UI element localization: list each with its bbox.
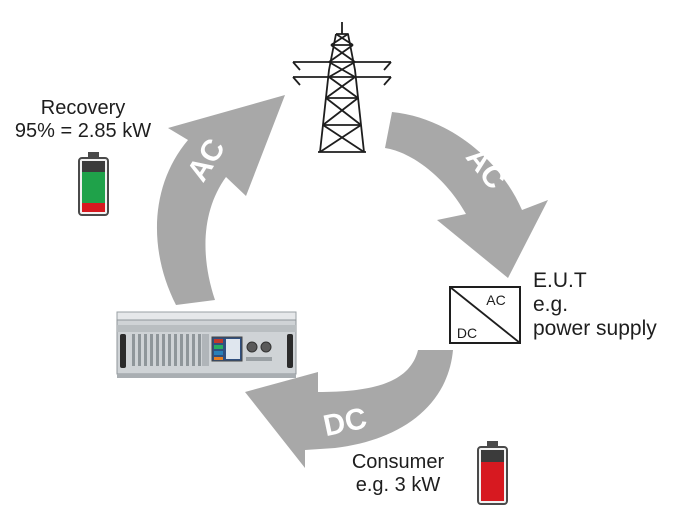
transmission-tower-icon xyxy=(292,22,392,153)
consumer-title: Consumer xyxy=(351,451,445,473)
arrow-dc-to-device xyxy=(245,350,453,468)
arrow-ac-to-grid xyxy=(156,95,285,305)
recovery-label: Recovery 95% = 2.85 kW xyxy=(8,97,158,143)
arrow-ac-to-eut xyxy=(385,112,548,278)
eut-label: E.U.T e.g. power supply xyxy=(533,269,657,341)
power-supply-device-icon xyxy=(116,311,297,378)
battery-full-icon xyxy=(78,152,109,216)
converter-dc-label: DC xyxy=(457,325,477,341)
recovery-value: 95% = 2.85 kW xyxy=(14,120,152,142)
consumer-label: Consumer e.g. 3 kW xyxy=(336,451,460,497)
recovery-title: Recovery xyxy=(40,97,126,119)
eut-example: power supply xyxy=(533,317,657,340)
converter-box-icon: AC DC xyxy=(449,286,521,344)
eut-example-prefix: e.g. xyxy=(533,293,569,316)
eut-title: E.U.T xyxy=(533,269,587,292)
converter-ac-label: AC xyxy=(486,292,505,308)
consumer-value: e.g. 3 kW xyxy=(355,474,441,496)
battery-low-icon xyxy=(477,441,508,505)
